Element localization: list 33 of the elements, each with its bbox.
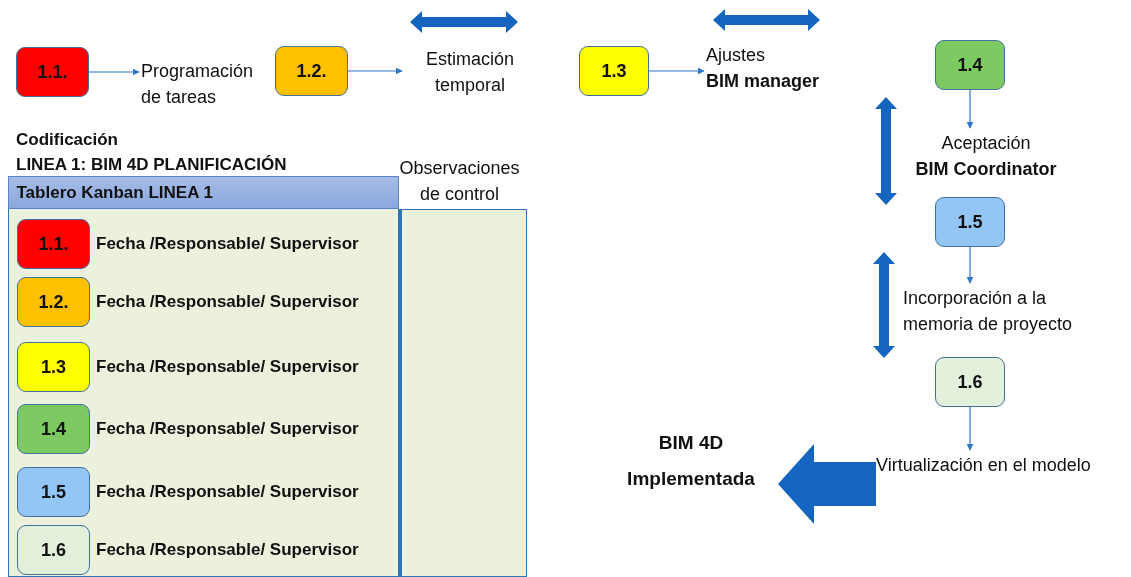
task-details: Fecha /Responsable/ Supervisor [96, 234, 359, 254]
step-label: Incorporación a la memoria de proyecto [903, 287, 1074, 336]
step-label: BIM 4D Implementada [626, 431, 756, 491]
arrow [966, 406, 974, 451]
arrow [88, 68, 140, 76]
arrow [966, 89, 974, 129]
code-box: 1.4 [935, 40, 1005, 90]
task-details: Fecha /Responsable/ Supervisor [96, 292, 359, 312]
role-label: BIM Coordinator [914, 158, 1058, 181]
arrow [966, 246, 974, 284]
block-arrow [778, 444, 876, 524]
heading-label: Codificación [16, 130, 118, 150]
code-box: 1.1. [16, 47, 89, 97]
step-label: Virtualización en el modelo [876, 454, 1092, 477]
step-label: Estimación temporal [425, 48, 515, 97]
board-header: Tablero Kanban LINEA 1 [7, 175, 399, 209]
code-box: 1.2. [275, 46, 348, 96]
step-label: Programación de tareas [141, 60, 255, 109]
task-details: Fecha /Responsable/ Supervisor [96, 482, 359, 502]
step-label: Ajustes [706, 44, 767, 67]
arrow [648, 67, 705, 75]
task-details: Fecha /Responsable/ Supervisor [96, 419, 359, 439]
code-box: 1.6 [935, 357, 1005, 407]
arrow [347, 67, 403, 75]
step-label: Aceptación [940, 132, 1032, 155]
heading-label: LINEA 1: BIM 4D PLANIFICACIÓN [16, 155, 287, 175]
kanban-board [8, 176, 399, 577]
task-details: Fecha /Responsable/ Supervisor [96, 357, 359, 377]
role-label: BIM manager [706, 70, 821, 93]
code-box: 1.3 [579, 46, 649, 96]
column-heading: Observaciones de control [398, 157, 521, 206]
task-details: Fecha /Responsable/ Supervisor [96, 540, 359, 560]
code-box: 1.5 [935, 197, 1005, 247]
